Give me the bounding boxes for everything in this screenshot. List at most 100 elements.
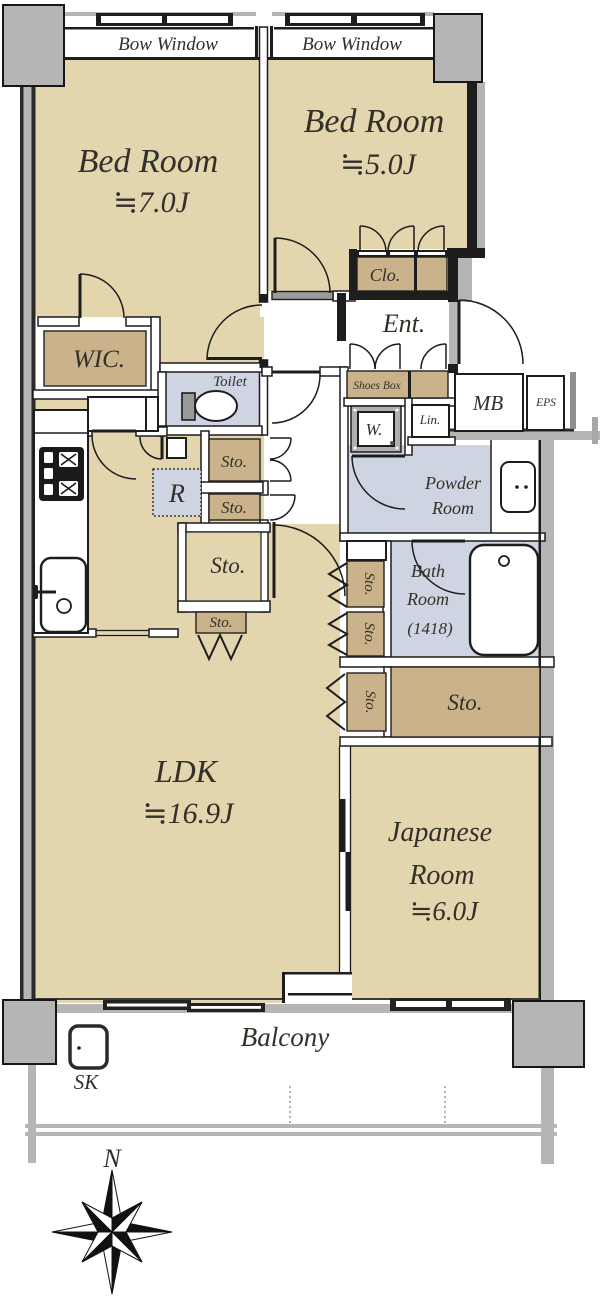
wall-segment: [339, 656, 555, 668]
plan-detail-rect: [33, 585, 38, 599]
concrete-band: [56, 1004, 513, 1013]
door-swing-arc: [351, 455, 406, 510]
kitchen-sink-icon: [33, 556, 88, 634]
bedroom1-floor: [35, 57, 260, 317]
plan-detail-rect: [167, 16, 228, 23]
powder-line1: Powder: [424, 473, 482, 493]
wall-segment: [467, 82, 477, 248]
bathtub-icon: [468, 543, 540, 657]
cabinet-above-sto-v1: [346, 540, 387, 561]
concrete-band: [28, 1064, 36, 1163]
fixture-dot: [524, 485, 528, 489]
door-swing-arc: [269, 494, 296, 521]
wall-segment: [259, 360, 268, 368]
wall-segment: [447, 248, 485, 258]
refrigerator-label: R: [168, 479, 185, 508]
plan-detail-rect: [271, 290, 334, 301]
plan-detail-rect: [570, 372, 576, 429]
concrete-band: [458, 252, 472, 302]
meter-box: [454, 373, 524, 432]
washer: [357, 411, 395, 447]
linen-label: Lin.: [419, 412, 441, 427]
wall-segment: [345, 852, 351, 911]
eps-box: [526, 375, 565, 431]
plan-detail-rect: [396, 1001, 446, 1007]
door-swing-arc: [269, 459, 292, 482]
wall-segment: [448, 258, 458, 302]
wall-segment: [448, 364, 458, 373]
sto-d-box: [195, 611, 247, 634]
balcony-label: Balcony: [241, 1022, 329, 1052]
fixture-ellipse: [194, 390, 238, 422]
kitchen-cabinet-1: [87, 396, 147, 432]
sto-v1-label: Sto.: [361, 573, 377, 596]
plan-detail-rect: [282, 972, 285, 1003]
pillar-bottom-right: [512, 1000, 585, 1068]
concrete-band: [25, 1132, 557, 1136]
plan-detail-rect: [20, 57, 24, 1003]
japanese-size: ≒6.0J: [410, 896, 480, 926]
wall-segment: [177, 600, 271, 613]
fixture-dot: [395, 446, 399, 450]
door-swing-arc: [139, 436, 163, 460]
plan-detail-rect: [452, 1001, 504, 1007]
plan-detail-rect: [468, 543, 540, 657]
plan-detail-rect: [290, 16, 351, 23]
japanese-name1: Japanese: [388, 817, 492, 848]
door-swing-arc: [359, 225, 387, 253]
sto-v2-label: Sto.: [361, 623, 377, 646]
sto-a-label: Sto.: [221, 452, 247, 471]
compass-north-label: N: [102, 1144, 122, 1173]
bow-window-left-label: Bow Window: [118, 34, 218, 55]
sto-big-label: Sto.: [447, 690, 482, 715]
slop-sink-label: SK: [74, 1070, 100, 1094]
wall-segment: [157, 425, 263, 436]
wall-segment: [414, 257, 417, 291]
pillar-top-left: [2, 4, 65, 87]
bedroom2-size: ≒5.0J: [340, 148, 418, 181]
wall-segment: [64, 27, 254, 30]
fixtures: [33, 390, 540, 1070]
wall-segment: [270, 26, 273, 60]
door-swing-arc: [91, 434, 137, 480]
door-swing-arc: [79, 273, 125, 319]
slop-sink-icon: [68, 1024, 109, 1070]
linen-box: [411, 404, 450, 438]
bedroom1-size: ≒7.0J: [113, 186, 191, 219]
toilet-label: Toilet: [213, 374, 247, 390]
concrete-band: [541, 440, 554, 1164]
wall-segment: [261, 366, 273, 377]
bedroom1-name: Bed Room: [78, 143, 219, 180]
hallway-floor: [264, 372, 340, 524]
refrigerator-space: [152, 468, 202, 517]
plan-detail-path: [60, 453, 77, 466]
door-swing-arc: [269, 437, 292, 460]
fixture-dot: [515, 485, 519, 489]
plan-detail-rect: [181, 392, 196, 421]
wall-segment: [177, 522, 187, 613]
plan-detail-rect: [592, 417, 598, 444]
entrance-label: Ent.: [382, 309, 426, 338]
folding-door-icon: [327, 612, 349, 656]
plan-detail-rect: [44, 468, 53, 479]
washer-label: W.: [366, 420, 383, 439]
fixture-dot: [395, 408, 399, 412]
plan-detail-rect: [357, 16, 420, 23]
stove-icon: [39, 447, 84, 501]
fixture-dot: [56, 598, 72, 614]
wall-segment: [258, 26, 269, 303]
wall-segment: [349, 249, 357, 291]
plan-detail-rect: [101, 16, 162, 23]
bath-line2: Room: [406, 589, 449, 609]
fixture-dot: [353, 408, 357, 412]
plan-detail-rect: [68, 1024, 109, 1070]
fixture-dot: [77, 1046, 81, 1050]
wall-segment: [259, 294, 268, 302]
bow-window-right-label: Bow Window: [302, 34, 402, 55]
wall-segment: [408, 371, 411, 398]
japanese-name2: Room: [408, 860, 474, 891]
sto-v3-box: [346, 672, 387, 732]
wall-segment: [349, 291, 455, 300]
plan-detail-rect: [418, 252, 445, 255]
labels: Bed Room ≒7.0J Bed Room ≒5.0J WIC. Toile…: [73, 103, 556, 1173]
